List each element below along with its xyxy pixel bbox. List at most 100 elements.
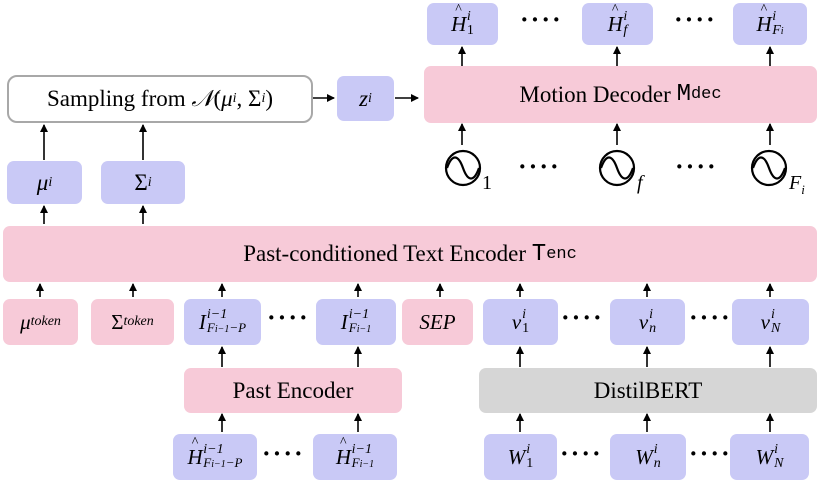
sampling-open: ( [213,86,222,111]
output-ellipsis-2: ···· [674,5,717,34]
motion-decoder-symbol-sub: dec [690,85,722,104]
output-ellipsis-1: ···· [520,5,563,34]
output-h-1-sub: 1 [466,23,474,38]
text-encoder-symbol: T [531,240,547,268]
token-v-n-sup: i [649,307,654,322]
token-v-1-sup: i [522,307,527,322]
sinusoid-icon-f [598,149,636,187]
sinusoid-icon-1 [444,149,482,187]
token-i-last-sub: F [348,320,357,335]
mu-base: μ [36,169,49,195]
past-input-last-sup: i−1 [351,442,372,457]
token-v-1-base: v [511,309,522,334]
output-h-1-base: H [451,11,467,36]
z-base: z [359,85,369,111]
sampling-close: ) [265,86,273,111]
output-h-f-hat: ^ [611,2,619,17]
text-encoder-symbol-sub: enc [546,244,577,264]
token-v-N-base: v [760,309,770,334]
sampling-mu: μ [221,86,233,111]
sigma-sup: i [147,174,152,190]
token-i-first-sub: F [206,320,215,335]
past-input-first-subsub: i−1 [211,459,226,470]
sigma-token-sub: token [123,314,154,329]
sep-token: SEP [402,299,473,345]
past-input-first-hat: ^ [191,435,199,450]
token-i-last-base: I [340,309,348,334]
sampling-sigma: Σ [248,86,262,111]
output-h-f-sub: f [623,23,628,38]
word-n-sup: i [653,442,658,457]
past-input-last-subsub: i−1 [359,459,375,470]
token-i-last-subsub: i−1 [356,324,372,335]
mu-token-sub: token [30,314,61,329]
output-h-F-sub: F [772,22,781,38]
word-1-base: W [507,444,526,469]
past-input-first-sub: F [203,455,212,470]
past-input-first-sup: i−1 [203,442,224,457]
i-token-ellipsis: ···· [267,303,310,332]
text-encoder-label: Past-conditioned Text Encoder [243,241,532,266]
output-h-F-sup: i [772,8,777,24]
word-n-base: W [635,444,653,469]
token-v-1-sub: 1 [522,321,530,336]
v-token-ellipsis-2: ···· [689,303,732,332]
past-input-ellipsis: ···· [262,439,305,468]
past-input-last-hat: ^ [340,435,347,450]
output-h-F-subsub: i [780,25,784,37]
past-input-first-base: H [187,444,203,469]
token-v-n-base: v [638,309,649,334]
token-i-first-subsub: i−1 [214,324,230,335]
past-encoder: Past Encoder [184,368,402,413]
z-sup: i [368,90,372,106]
sigma-base: Σ [134,169,148,195]
motion-decoder-label: Motion Decoder [519,81,677,107]
up-arrows [36,46,774,432]
mu-token-base: μ [20,309,31,334]
word-ellipsis-1: ···· [560,439,603,468]
v-token-ellipsis-1: ···· [561,303,604,332]
output-h-F-hat: ^ [760,2,768,17]
token-v-N-sub: N [770,321,781,336]
distilbert-label: DistilBERT [593,377,703,403]
token-i-last-sup: i−1 [348,307,370,322]
token-i-first-sup: i−1 [206,307,228,322]
token-i-first-tail: −P [229,320,247,335]
sampling-label: Sampling from [47,86,192,111]
past-input-first-tail: −P [225,455,243,470]
past-input-last-base: H [335,444,352,469]
token-v-N-sup: i [770,307,775,322]
word-1-sup: i [526,442,531,457]
sampling-comma: , [236,86,249,111]
mu-sup: i [48,174,53,190]
sinusoid-F-sub: Fi [789,172,805,198]
sigma-token-base: Σ [111,309,124,334]
word-N-sub: N [774,456,784,471]
sampling-dist: 𝒩 [191,86,214,111]
sinusoid-icon-F [750,149,788,187]
sampling-mu-sup: i [232,91,237,106]
distilbert: DistilBERT [479,368,817,413]
word-1-sub: 1 [526,456,534,471]
word-ellipsis-2: ···· [689,439,732,468]
sinusoid-f-sub: f [637,172,643,194]
